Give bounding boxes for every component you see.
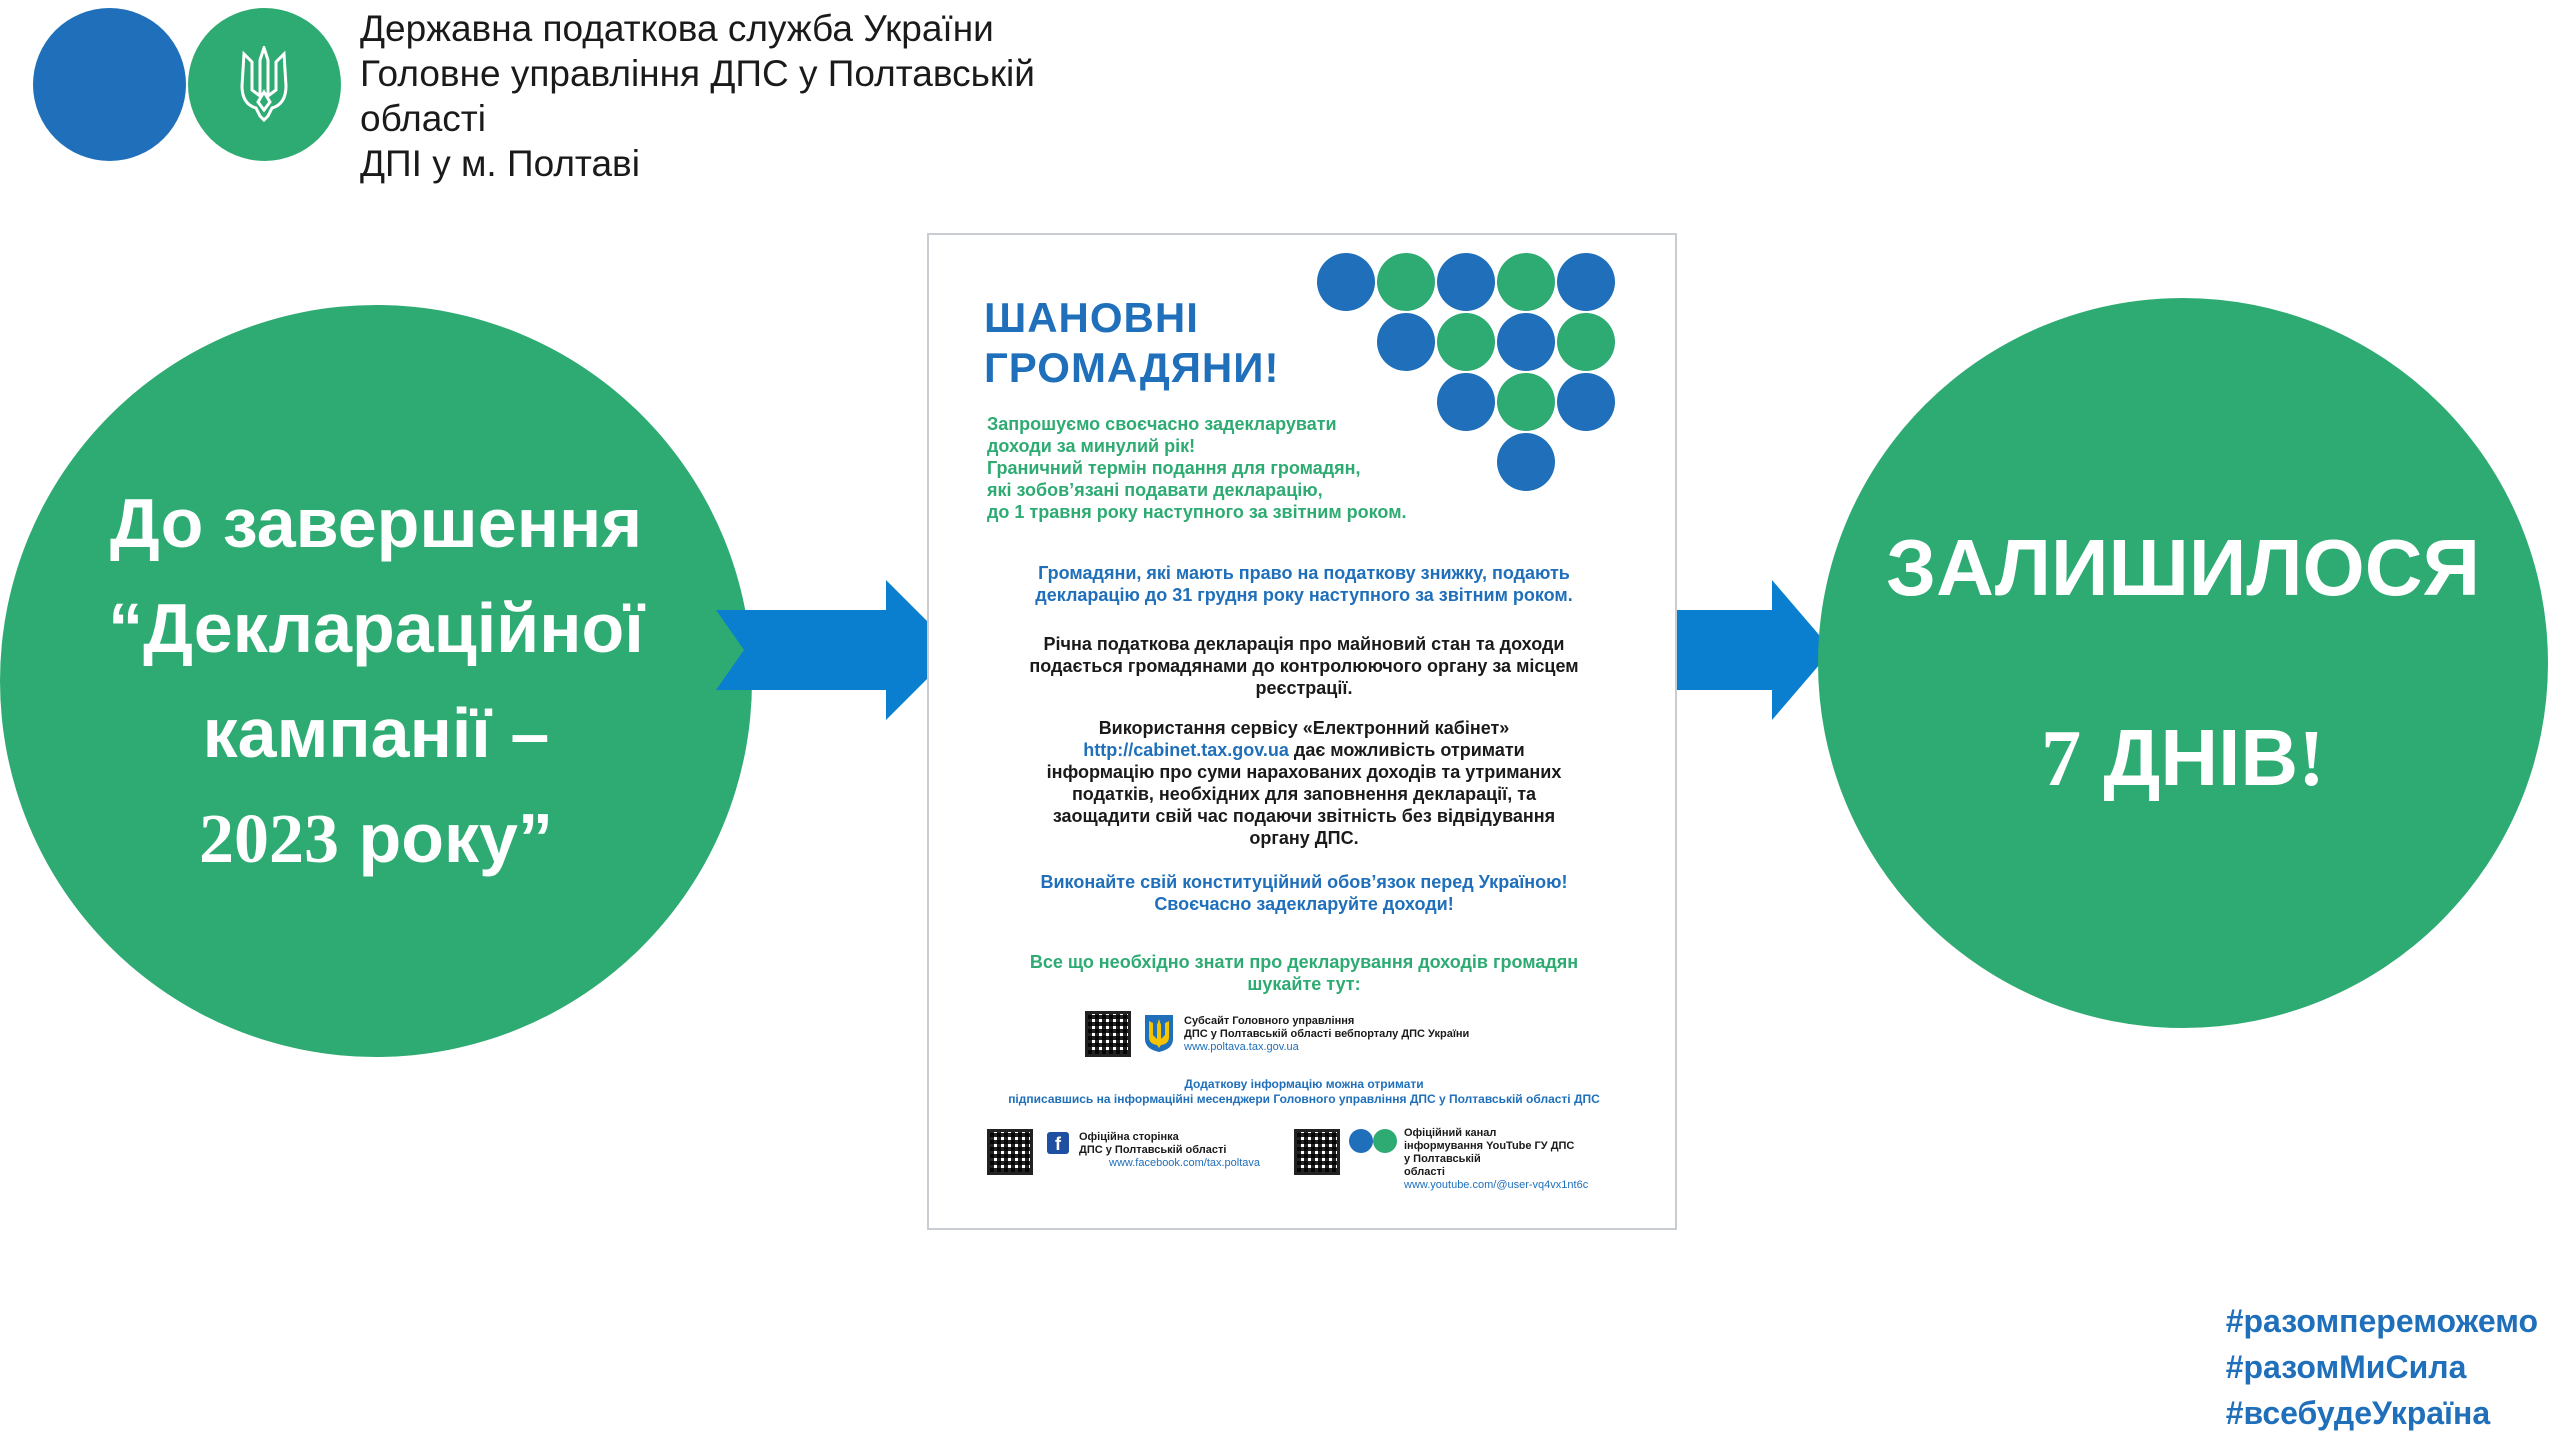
poster-small-line: у Полтавській — [1404, 1153, 1481, 1165]
poster-small-line: підписавшись на інформаційні месенджери … — [1008, 1092, 1600, 1106]
poster-dots-decoration — [1317, 253, 1637, 513]
poster-cabinet-info: Використання сервісу «Електронний кабіне… — [949, 717, 1659, 849]
qr-code-icon[interactable] — [1085, 1011, 1131, 1057]
trident-icon — [240, 46, 288, 122]
poster-small-line: ДПС у Полтавській області вебпорталу ДПС… — [1184, 1028, 1470, 1040]
declaration-poster: ШАНОВНІ ГРОМАДЯНИ! Запрошуємо своєчасно … — [927, 233, 1677, 1230]
campaign-year-suffix: року” — [339, 798, 553, 877]
poster-text-line: шукайте тут: — [1247, 974, 1361, 994]
poster-text-line: Громадяни, які мають право на податкову … — [1038, 563, 1570, 583]
poster-small-line: Субсайт Головного управління — [1184, 1015, 1355, 1027]
poster-info-heading: Все що необхідно знати про декларування … — [949, 951, 1659, 995]
poster-text-line: Виконайте свій конституційний обов’язок … — [1040, 872, 1568, 892]
days-word: ДНІВ — [2081, 712, 2299, 802]
poster-text-line: Своєчасно задекларуйте доходи! — [1154, 894, 1454, 914]
subsite-info: Субсайт Головного управління ДПС у Полта… — [1184, 1015, 1469, 1054]
poster-small-line: Офіційний канал — [1404, 1127, 1497, 1139]
poster-text-line: інформацію про суми нарахованих доходів … — [1046, 762, 1562, 782]
poster-duty: Виконайте свій конституційний обов’язок … — [949, 871, 1659, 915]
org-line: Державна податкова служба України — [360, 8, 994, 49]
poster-text-line: Граничний термін подання для громадян, — [987, 458, 1361, 478]
campaign-end-circle: До завершення “Деклараційної кампанії – … — [0, 305, 752, 1057]
poster-invitation: Запрошуємо своєчасно задекларувати доход… — [987, 413, 1547, 523]
poster-small-line: ДПС у Полтавській області — [1079, 1144, 1227, 1156]
poster-title: ШАНОВНІ ГРОМАДЯНИ! — [984, 293, 1279, 393]
poster-messenger-info: Додаткову інформацію можна отримати підп… — [949, 1077, 1659, 1107]
left-circle-line: До завершення — [109, 483, 643, 562]
logo-blue-circle — [33, 8, 186, 161]
poster-text-line: http://cabinet.tax.gov.ua дає можливість… — [949, 739, 1659, 761]
days-left-circle: ЗАЛИШИЛОСЯ 7 ДНІВ! — [1818, 298, 2548, 1028]
facebook-link[interactable]: www.facebook.com/tax.poltava — [1109, 1157, 1261, 1169]
left-circle-line: 2023 року” — [199, 786, 553, 892]
days-exclamation: ! — [2298, 714, 2325, 803]
organization-name: Державна податкова служба України Головн… — [360, 6, 1120, 186]
facebook-info: Офіційна сторінка ДПС у Полтавській обла… — [1079, 1131, 1260, 1170]
coat-of-arms-icon — [1145, 1015, 1173, 1052]
org-line: Головне управління ДПС у Полтавській — [360, 53, 1035, 94]
poster-title-line: ГРОМАДЯНИ! — [984, 344, 1280, 391]
hashtag[interactable]: #всебудеУкраїна — [2225, 1395, 2491, 1431]
days-number: 7 — [2041, 714, 2082, 803]
arrow-right-icon — [716, 580, 956, 720]
poster-text-line: до 1 травня року наступного за звітним р… — [987, 502, 1407, 522]
poster-text-fragment: дає можливість отримати — [1288, 740, 1525, 760]
hashtag[interactable]: #разомпереможемо — [2225, 1303, 2538, 1339]
poster-text-line: Використання сервісу «Електронний кабіне… — [1098, 718, 1510, 738]
subsite-link[interactable]: www.poltava.tax.gov.ua — [1184, 1041, 1299, 1053]
days-left-title: ЗАЛИШИЛОСЯ — [1885, 522, 2481, 612]
cabinet-link[interactable]: http://cabinet.tax.gov.ua — [1083, 740, 1289, 760]
org-line: області — [360, 98, 486, 139]
tax-logo-green-icon — [1373, 1129, 1397, 1153]
campaign-year: 2023 — [199, 800, 340, 878]
youtube-info: Офіційний канал інформування YouTube ГУ … — [1404, 1127, 1588, 1192]
youtube-link[interactable]: www.youtube.com/@user-vq4vx1nt6c — [1404, 1179, 1589, 1191]
poster-text-line: Річна податкова декларація про майновий … — [1043, 634, 1565, 654]
qr-code-icon[interactable] — [987, 1129, 1033, 1175]
hashtag[interactable]: #разомМиСила — [2225, 1349, 2467, 1385]
poster-text-line: заощадити свій час подаючи звітність без… — [1052, 806, 1556, 826]
poster-small-line: Додаткову інформацію можна отримати — [1184, 1077, 1424, 1091]
poster-annual-declaration: Річна податкова декларація про майновий … — [949, 633, 1659, 699]
poster-text-line: Запрошуємо своєчасно задекларувати — [987, 414, 1337, 434]
poster-text-line: реєстрації. — [1255, 678, 1353, 698]
tax-logo-blue-icon — [1349, 1129, 1373, 1153]
poster-small-line: інформування YouTube ГУ ДПС — [1404, 1140, 1575, 1152]
days-left-count: 7 ДНІВ! — [2041, 708, 2325, 809]
poster-small-line: Офіційна сторінка — [1079, 1131, 1179, 1143]
qr-code-icon[interactable] — [1294, 1129, 1340, 1175]
logo-green-circle — [188, 8, 341, 161]
poster-text-line: органу ДПС. — [1249, 828, 1359, 848]
poster-small-line: області — [1404, 1166, 1445, 1178]
poster-tax-discount: Громадяни, які мають право на податкову … — [949, 562, 1659, 606]
hashtags: #разомпереможемо #разомМиСила #всебудеУк… — [2226, 1298, 2538, 1436]
poster-text-line: Все що необхідно знати про декларування … — [1029, 952, 1579, 972]
org-line: ДПІ у м. Полтаві — [360, 143, 640, 184]
poster-text-line: подається громадянами до контролюючого о… — [1029, 656, 1579, 676]
poster-text-line: які зобов’язані подавати декларацію, — [987, 480, 1323, 500]
poster-text-line: податків, необхідних для заповнення декл… — [1071, 784, 1537, 804]
facebook-icon[interactable]: f — [1047, 1132, 1069, 1154]
poster-text-line: доходи за минулий рік! — [987, 436, 1196, 456]
poster-text-line: декларацію до 31 грудня року наступного … — [1035, 585, 1573, 605]
left-circle-line: кампанії – — [202, 693, 550, 772]
poster-title-line: ШАНОВНІ — [984, 294, 1199, 341]
left-circle-line: “Деклараційної — [108, 588, 644, 667]
